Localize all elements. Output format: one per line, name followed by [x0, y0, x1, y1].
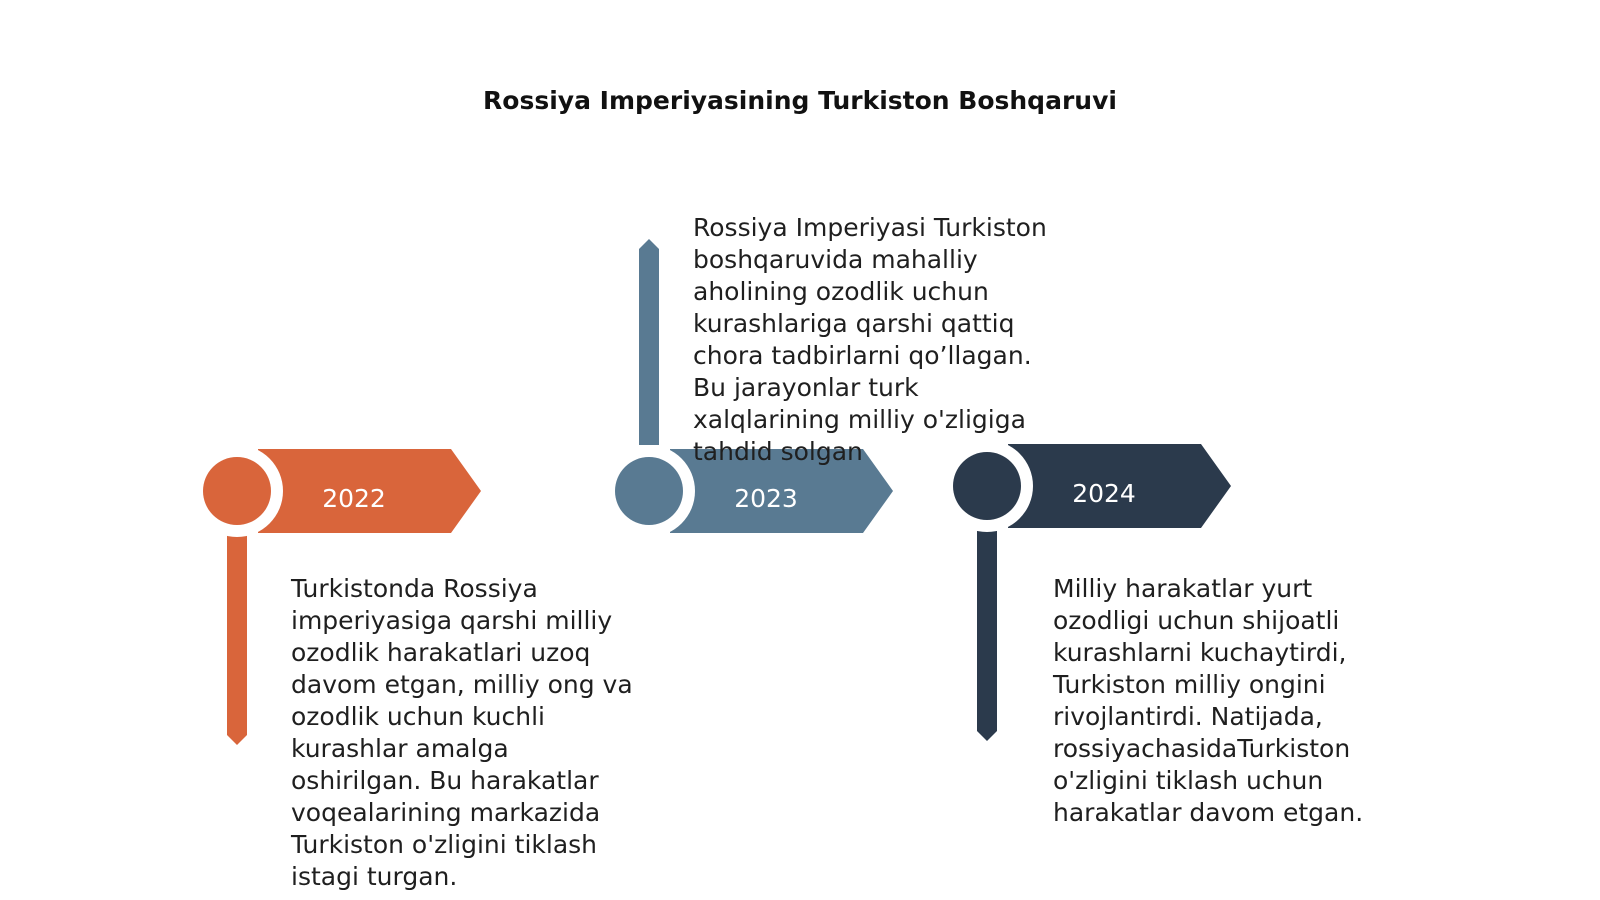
connector-stem-2022	[227, 535, 247, 745]
year-label-2024: 2024	[1072, 479, 1136, 508]
description-2023: Rossiya Imperiyasi Turkiston boshqaruvid…	[693, 213, 1047, 466]
description-2024: Milliy harakatlar yurt ozodligi uchun sh…	[1053, 574, 1364, 827]
year-label-2022: 2022	[322, 484, 386, 513]
node-dot-2022	[203, 457, 271, 525]
description-2022: Turkistonda Rossiya imperiyasiga qarshi …	[291, 574, 633, 891]
year-arrow-2022	[258, 449, 481, 533]
year-arrow-2024	[1008, 444, 1231, 528]
timeline-item-2022: 2022	[191, 445, 481, 745]
connector-stem-2024	[977, 531, 997, 741]
year-arrow-2023	[670, 449, 893, 533]
node-dot-2023	[615, 457, 683, 525]
year-label-2023: 2023	[734, 484, 798, 513]
connector-stem-2023	[639, 239, 659, 445]
node-dot-2024	[953, 452, 1021, 520]
timeline-item-2024: 2024	[941, 440, 1231, 741]
timeline-item-2023: 2023	[603, 239, 893, 537]
page-title: Rossiya Imperiyasining Turkiston Boshqar…	[483, 86, 1117, 115]
